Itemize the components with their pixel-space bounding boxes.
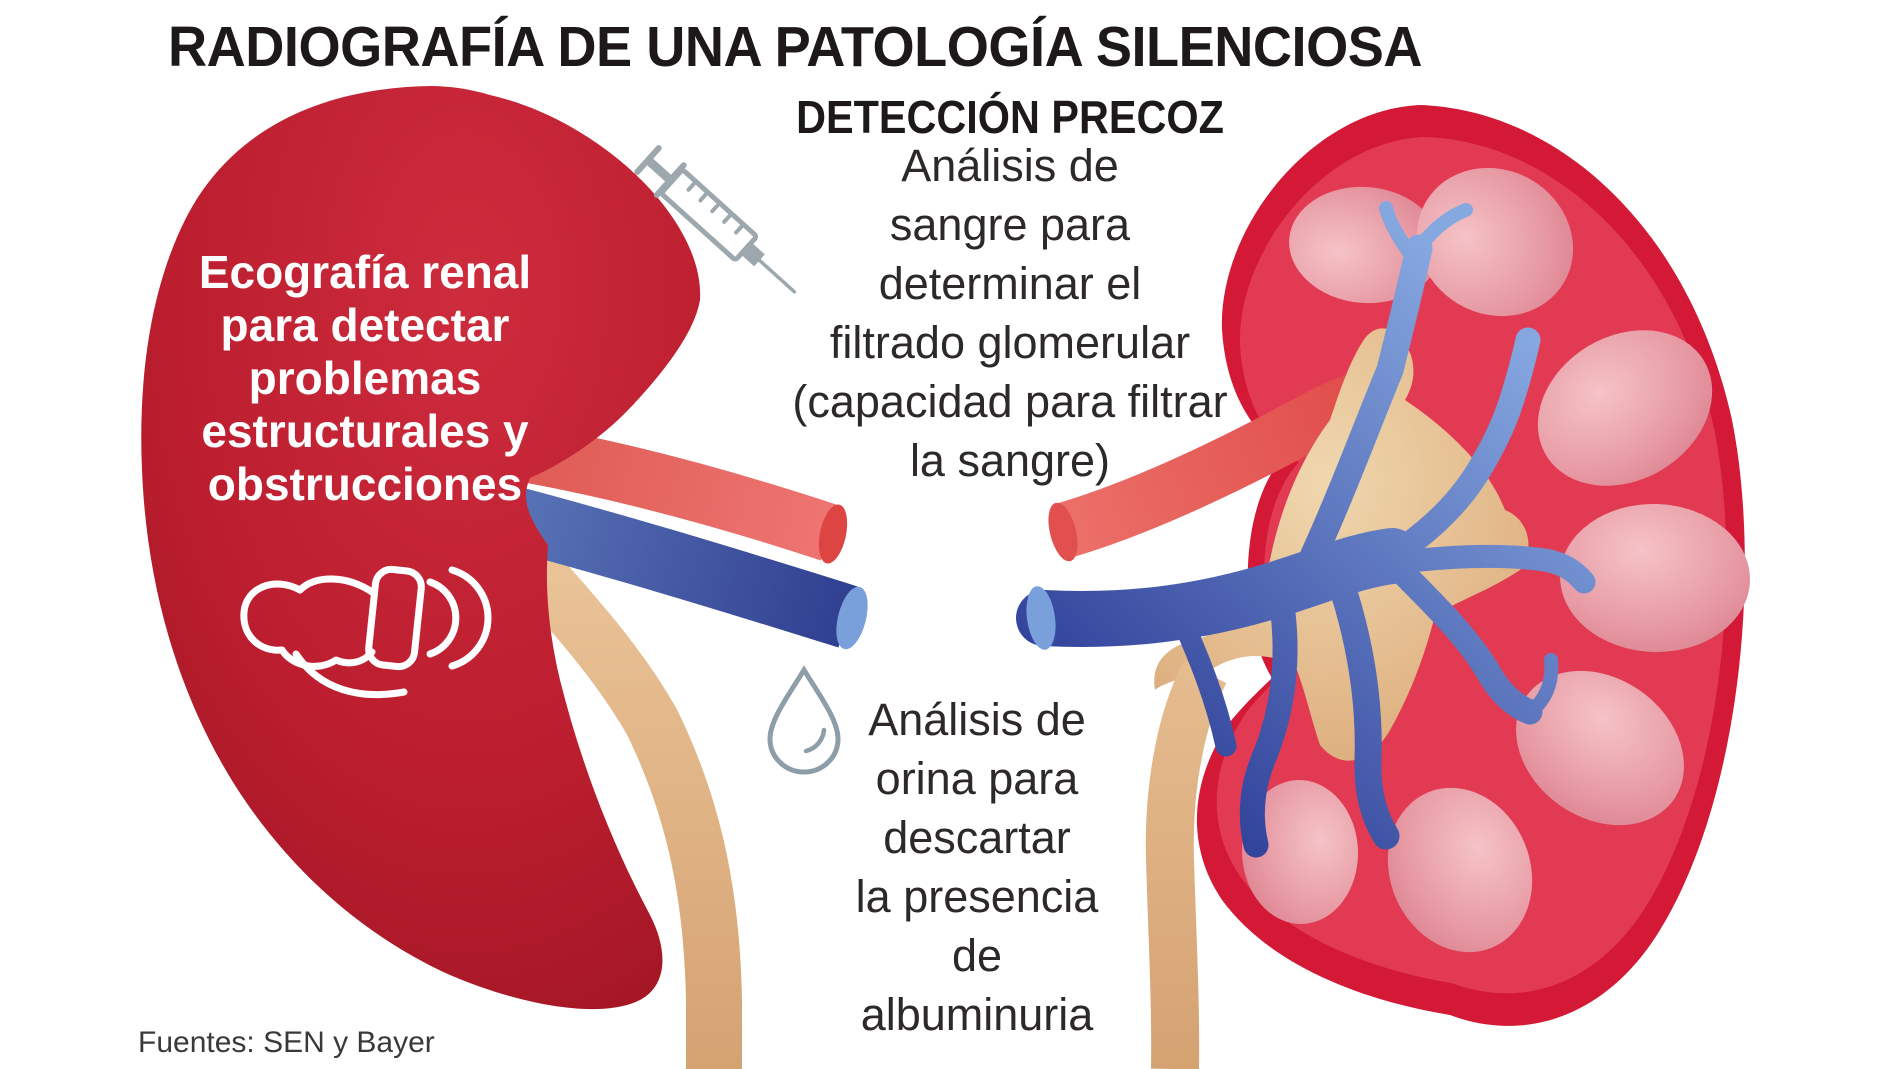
water-drop-icon — [767, 665, 841, 775]
blood-test-label-line: Análisis de — [901, 140, 1119, 191]
blood-test-label: Análisis de sangre para determinar el fi… — [710, 136, 1310, 490]
right-kidney-cross-section — [1016, 105, 1750, 1069]
sound-wave-arc — [448, 566, 492, 670]
ultrasound-label-line: problemas — [248, 352, 482, 404]
ultrasound-label-line: obstrucciones — [207, 458, 523, 510]
urine-test-label: Análisis de orina para descartar la pres… — [680, 690, 1274, 1044]
ultrasound-label-line: estructurales y — [201, 405, 529, 457]
urine-test-label-line: orina para — [875, 753, 1079, 804]
urine-test-label-line: Análisis de — [868, 694, 1086, 745]
blood-test-label-line: la sangre) — [909, 435, 1111, 486]
right-ureter — [1145, 660, 1227, 1069]
vein-cut-end — [836, 586, 868, 650]
right-renal-vein — [1016, 201, 1596, 858]
ultrasound-label-line: para detectar — [220, 299, 510, 351]
ultrasound-label: Ecografía renal para detectar problemas … — [120, 246, 610, 511]
blood-test-label-line: determinar el — [878, 258, 1142, 309]
artery-cut-end — [1048, 502, 1078, 562]
urine-test-label-line: de — [951, 930, 1003, 981]
blood-test-label-line: (capacidad para filtrar — [792, 376, 1228, 427]
page-title: RADIOGRAFÍA DE UNA PATOLOGÍA SILENCIOSA — [168, 15, 1423, 79]
ultrasound-probe-icon — [240, 565, 492, 698]
vein-cut-end — [1026, 586, 1056, 650]
blood-test-label-line: filtrado glomerular — [829, 317, 1191, 368]
syringe-icon — [634, 145, 797, 294]
urine-test-label-line: albuminuria — [860, 989, 1094, 1040]
blood-test-label-line: sangre para — [889, 199, 1131, 250]
urine-test-label-line: la presencia — [855, 871, 1099, 922]
artery-cut-end — [818, 504, 848, 564]
section-heading-early-detection: DETECCIÓN PRECOZ — [796, 91, 1224, 143]
sound-wave-arc — [426, 578, 460, 658]
left-ureter — [478, 511, 742, 1069]
ultrasound-label-line: Ecografía renal — [198, 246, 532, 298]
urine-test-label-line: descartar — [883, 812, 1071, 863]
sources-credit: Fuentes: SEN y Bayer — [138, 1026, 435, 1059]
left-kidney — [141, 86, 701, 1010]
